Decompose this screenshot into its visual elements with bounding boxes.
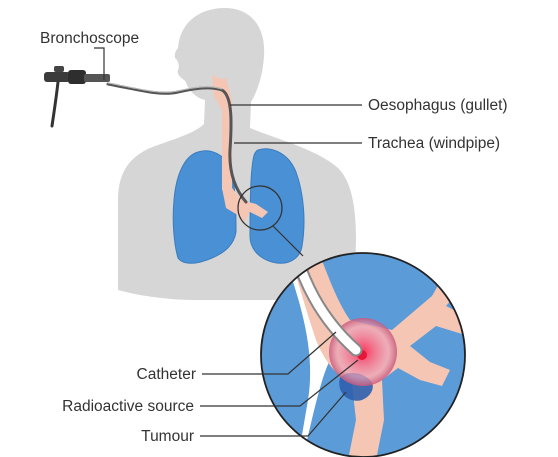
label-radioactive-source: Radioactive source bbox=[62, 398, 194, 415]
label-trachea: Trachea (windpipe) bbox=[368, 135, 500, 152]
label-oesophagus: Oesophagus (gullet) bbox=[368, 97, 508, 114]
label-tumour: Tumour bbox=[141, 428, 194, 445]
label-catheter: Catheter bbox=[137, 366, 196, 383]
label-bronchoscope: Bronchoscope bbox=[40, 30, 139, 47]
bronchoscope-handle-icon bbox=[44, 66, 110, 126]
